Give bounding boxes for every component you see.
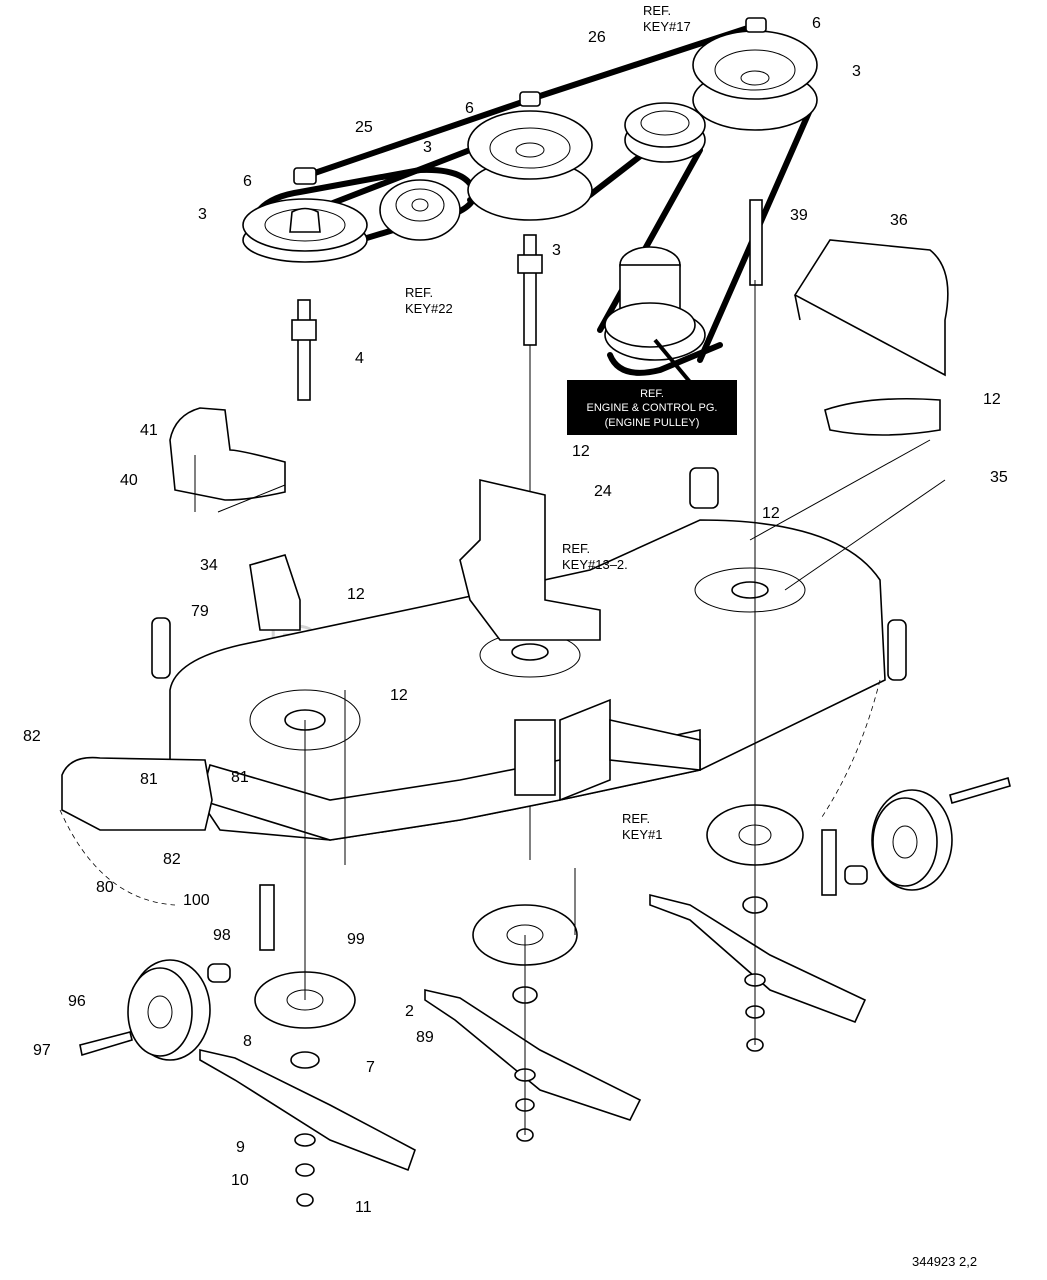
callout-35: 35 [990,469,1008,486]
left-idler-pulley [379,179,461,241]
engine-ref-box: REF. ENGINE & CONTROL PG. (ENGINE PULLEY… [567,338,737,435]
callout-80: 80 [96,879,114,896]
callout-6: 6 [243,173,252,190]
discharge-chute [61,756,213,831]
wheel-brackets [259,829,837,951]
left-blade-hardware [290,1051,320,1207]
callout-82: 82 [163,851,181,868]
ref-box-line3: (ENGINE PULLEY) [605,417,700,429]
ref-key13-line2: KEY#13–2. [562,557,628,572]
leader-lines [59,439,946,935]
right-gauge-wheel [844,776,1011,891]
callout-89: 89 [416,1029,434,1046]
ref-key13-line1: REF. [562,541,590,556]
callout-79: 79 [191,603,209,620]
callout-3: 3 [198,206,207,223]
ref-box-line2: ENGINE & CONTROL PG. [586,402,717,414]
belt-guard [169,407,286,501]
callout-98: 98 [213,927,231,944]
callout-100: 100 [183,892,210,909]
callout-41: 41 [140,422,158,439]
deck-lift-bracket [459,478,701,802]
right-spindle-shaft [749,199,763,286]
callout-96: 96 [68,993,86,1010]
callout-10: 10 [231,1172,249,1189]
right-blade [649,893,867,1024]
callout-39: 39 [790,207,808,224]
right-spindle-pulley [692,17,818,131]
key17-idler-pulley [624,102,706,163]
left-spindle-shaft [291,299,317,401]
callout-12: 12 [983,391,1001,408]
ref-key17-line2: KEY#17 [643,19,691,34]
center-blade [424,988,642,1121]
callout-36: 36 [890,212,908,229]
ref-key17-line1: REF. [643,3,671,18]
callout-97: 97 [33,1042,51,1059]
callout-6: 6 [465,100,474,117]
callout-9: 9 [236,1139,245,1156]
ref-key1-line2: KEY#1 [622,827,662,842]
callout-6: 6 [812,15,821,32]
ref-key22-line2: KEY#22 [405,301,453,316]
front-pivot-arms [151,617,907,681]
callout-81: 81 [140,771,158,788]
callout-4: 4 [355,350,364,367]
left-spindle-pulley [242,167,368,263]
callout-3: 3 [423,139,432,156]
callout-12: 12 [390,687,408,704]
callout-26: 26 [588,29,606,46]
figure-id: 344923 2,2 [912,1254,977,1269]
right-blade-hardware [742,835,768,1052]
left-blade [199,1048,416,1172]
center-blade-hardware [512,935,538,1142]
ref-box-line1: REF. [640,388,664,400]
callout-12: 12 [572,443,590,460]
callout-99: 99 [347,931,365,948]
callout-40: 40 [120,472,138,489]
callout-34: 34 [200,557,218,574]
callout-82: 82 [23,728,41,745]
callout-24: 24 [594,483,612,500]
ref-key1-line1: REF. [622,811,650,826]
callout-7: 7 [366,1059,375,1076]
engine-pulley [604,246,706,361]
callout-81: 81 [231,769,249,786]
callout-12: 12 [347,586,365,603]
callout-2: 2 [405,1003,414,1020]
center-spindle-pulley [467,91,593,221]
callout-25: 25 [355,119,373,136]
left-blade-hub [254,720,356,1029]
callout-3: 3 [852,63,861,80]
ref-key22-line1: REF. [405,285,433,300]
callout-12: 12 [762,505,780,522]
belt-cover-bracket [793,239,949,436]
callout-11: 11 [355,1199,372,1216]
callout-3: 3 [552,242,561,259]
left-gauge-wheel [79,959,231,1061]
chute-bracket [249,554,301,631]
callout-8: 8 [243,1033,252,1050]
